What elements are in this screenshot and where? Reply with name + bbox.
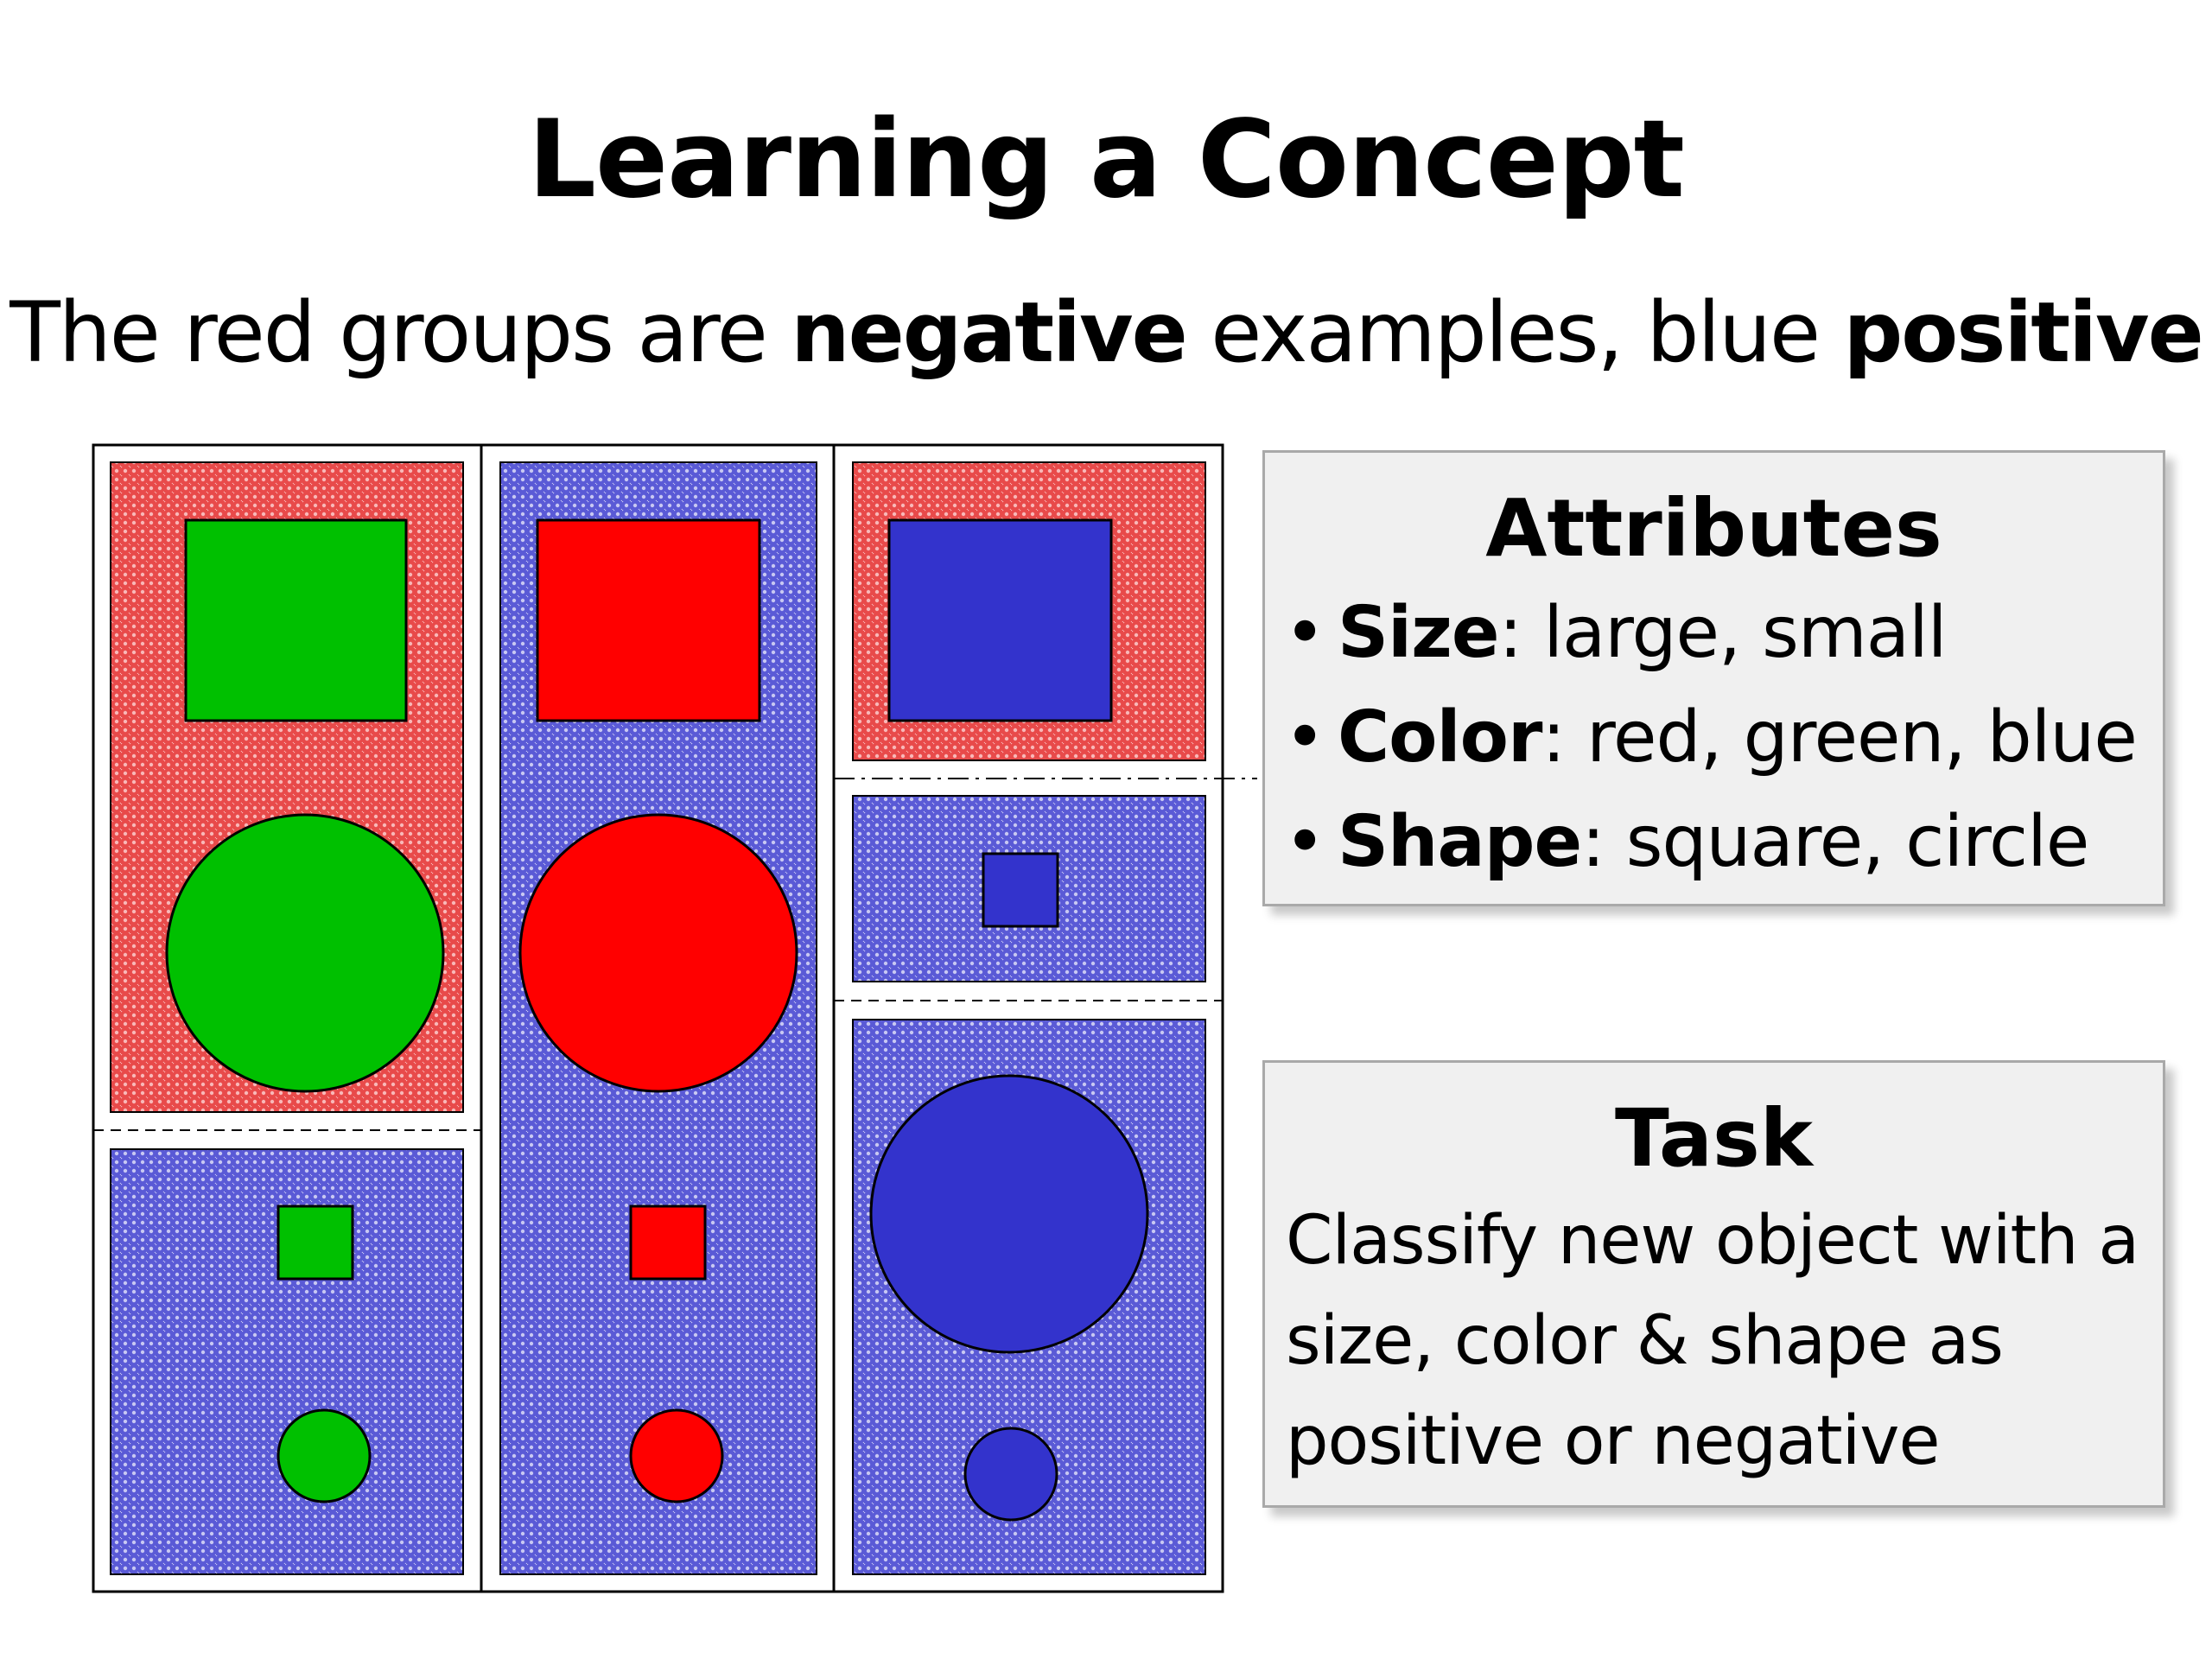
attribute-name: Size (1338, 592, 1500, 674)
large-green-circle (165, 813, 445, 1093)
small-green-circle (276, 1408, 372, 1503)
task-description: Classify new object with a size, color &… (1286, 1202, 2139, 1480)
task-title: Task (1615, 1092, 1813, 1185)
attribute-values: : square, circle (1581, 801, 2089, 883)
attributes-list: •Size: large, small •Color: red, green, … (1265, 581, 2163, 894)
subtitle-part1: The red groups are (10, 284, 791, 381)
group-col1-bottom-positive (110, 1148, 464, 1575)
group-col3-bottom-positive (852, 1019, 1206, 1575)
attribute-item-size: •Size: large, small (1284, 581, 2163, 685)
subtitle-negative-word: negative (791, 284, 1187, 381)
small-blue-square (982, 852, 1059, 928)
small-red-square (629, 1205, 707, 1281)
attributes-title: Attributes (1485, 482, 1942, 575)
attributes-box: Attributes •Size: large, small •Color: r… (1262, 450, 2165, 906)
small-green-square (276, 1205, 354, 1281)
attribute-name: Color (1338, 696, 1542, 779)
large-blue-circle (869, 1074, 1149, 1354)
group-col2-positive (499, 461, 817, 1575)
large-green-square (184, 518, 408, 722)
small-blue-circle (963, 1427, 1058, 1522)
attribute-item-shape: •Shape: square, circle (1284, 790, 2163, 894)
slide-subtitle: The red groups are negative examples, bl… (0, 276, 2212, 389)
large-red-circle (518, 813, 798, 1093)
bullet-icon: • (1284, 696, 1325, 779)
large-blue-square (887, 518, 1113, 722)
attribute-values: : red, green, blue (1541, 696, 2137, 779)
slide-title: Learning a Concept (528, 98, 1685, 222)
attribute-name: Shape (1338, 801, 1582, 883)
small-red-circle (629, 1408, 724, 1503)
task-box: Task Classify new object with a size, co… (1262, 1060, 2165, 1508)
group-col3-top-negative (852, 461, 1206, 761)
large-red-square (536, 518, 761, 722)
bullet-icon: • (1284, 801, 1325, 883)
subtitle-positive-word: positive (1843, 284, 2204, 381)
group-col3-middle-positive (852, 795, 1206, 982)
bullet-icon: • (1284, 592, 1325, 674)
attribute-values: : large, small (1498, 592, 1948, 674)
attribute-item-color: •Color: red, green, blue (1284, 685, 2163, 790)
group-col1-top-negative (110, 461, 464, 1113)
subtitle-part2: examples, blue (1185, 284, 1844, 381)
